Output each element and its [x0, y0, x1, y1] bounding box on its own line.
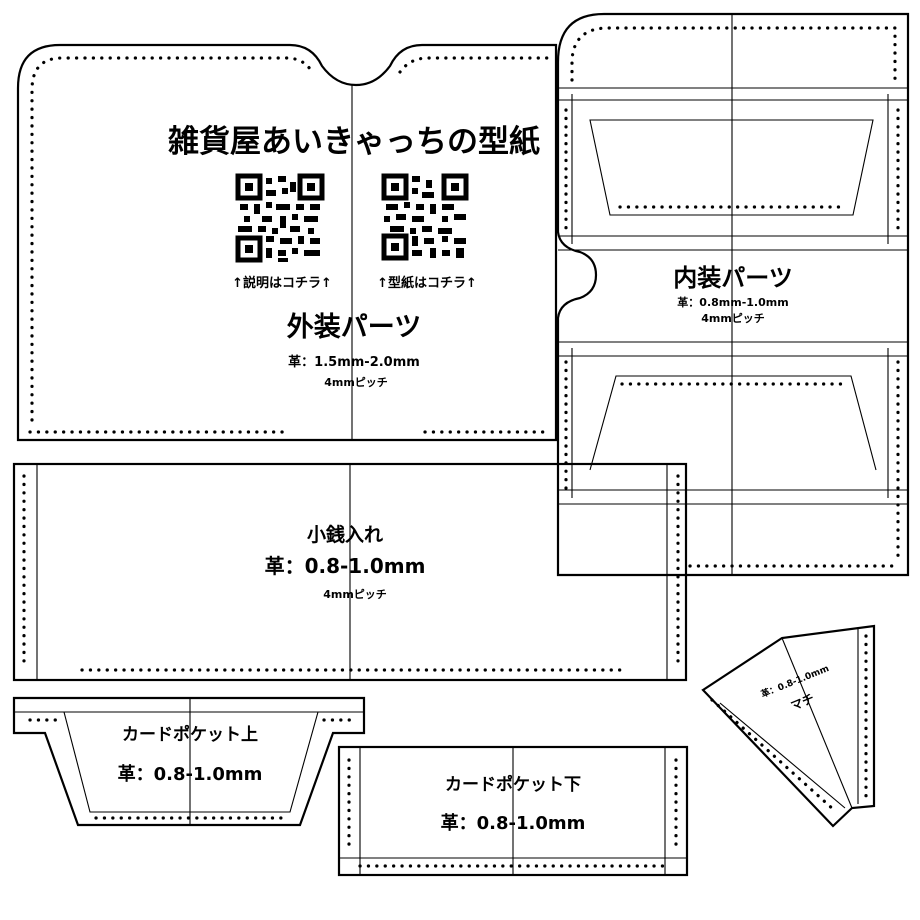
qr-caption-pattern: ↑型紙はコチラ↑: [377, 275, 477, 291]
card-pocket-top-stitch: [28, 718, 352, 820]
inner-part-outline: [556, 12, 910, 577]
card-pocket-bottom-name: カードポケット下: [445, 774, 581, 795]
outer-part-leather: 革：1.5mm-2.0mm: [288, 354, 420, 370]
card-pocket-bottom-part: カードポケット下 革：0.8-1.0mm: [337, 745, 689, 877]
coin-purse-part: 小銭入れ 革：0.8-1.0mm 4mmピッチ: [12, 462, 688, 682]
inner-part-pitch: 4mmピッチ: [701, 312, 765, 325]
card-pocket-top-part: カードポケット上 革：0.8-1.0mm: [12, 696, 366, 827]
gusset-inner-line-left: [719, 702, 846, 809]
inner-part: 内装パーツ 革：0.8mm-1.0mm 4mmピッチ: [556, 12, 910, 577]
inner-part-top-stitch: [570, 26, 897, 82]
outer-part-name: 外装パーツ: [287, 312, 421, 343]
outer-part-stitch-holes: [30, 56, 550, 422]
card-pocket-top-inner-line: [63, 711, 319, 813]
coin-purse-name: 小銭入れ: [307, 523, 383, 546]
coin-purse-pitch: 4mmピッチ: [323, 588, 387, 601]
qr-code-pattern: [381, 173, 469, 261]
pattern-title: 雑貨屋あいきゃっちの型紙: [167, 124, 540, 160]
qr-caption-description: ↑説明はコチラ↑: [232, 275, 332, 291]
card-pocket-top-leather: 革：0.8-1.0mm: [118, 763, 263, 785]
gusset-outline: [701, 624, 876, 828]
outer-part: 雑貨屋あいきゃっちの型紙 ↑説明はコチラ↑ ↑型紙はコチラ↑ 外装パーツ 革：1…: [16, 43, 558, 442]
outer-part-outline: [16, 43, 558, 442]
card-pocket-top-name: カードポケット上: [122, 724, 258, 745]
inner-part-pocket-lower: [589, 375, 877, 471]
gusset-part: 革：0.8-1.0mm マチ: [701, 624, 876, 828]
outer-part-pitch: 4mmピッチ: [324, 376, 388, 389]
card-pocket-top-outline: [12, 696, 366, 827]
card-pocket-bottom-leather: 革：0.8-1.0mm: [441, 812, 586, 834]
inner-part-pocket-upper: [589, 119, 874, 216]
inner-part-leather: 革：0.8mm-1.0mm: [677, 295, 788, 309]
qr-code-description: [235, 173, 325, 263]
coin-purse-leather: 革：0.8-1.0mm: [265, 554, 426, 578]
gusset-stitch: [710, 634, 868, 812]
card-pocket-bottom-stitch: [347, 758, 678, 868]
inner-part-name: 内装パーツ: [673, 264, 793, 292]
gusset-center-line: [781, 637, 853, 809]
